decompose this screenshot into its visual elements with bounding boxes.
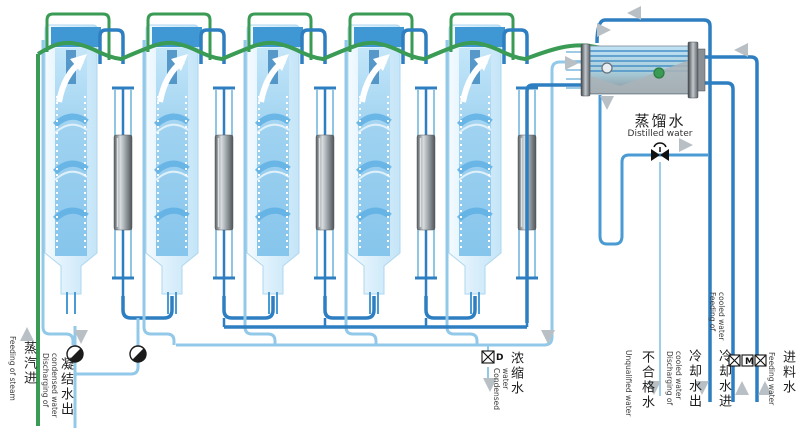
flow-arrow-d bbox=[695, 381, 709, 395]
label-steam-in-en: Feeding of steam bbox=[8, 336, 17, 401]
flow-arrow-d bbox=[600, 96, 614, 110]
label-cooling-out-zh: 冷却水出 bbox=[686, 349, 701, 409]
label-unqualified-zh: 不合格水 bbox=[639, 350, 654, 410]
bottom-u-pipe bbox=[424, 296, 477, 320]
label-steam-in-zh: 蒸汽进 bbox=[21, 341, 36, 386]
valve-symbols bbox=[481, 350, 767, 367]
steam-inlet-nozzle bbox=[653, 67, 665, 79]
condensate-trap-piping bbox=[66, 318, 147, 428]
vapor-jumper-pipe bbox=[401, 28, 428, 64]
bottom-u-pipe bbox=[323, 296, 376, 320]
separator-tube bbox=[416, 134, 436, 231]
flow-arrow-d bbox=[74, 330, 88, 344]
steam-jumper-pipe bbox=[146, 12, 212, 60]
vapor-jumper-pipe bbox=[199, 28, 226, 64]
concentrate-header-pipe bbox=[176, 60, 583, 347]
condenser-flange-left bbox=[580, 43, 591, 97]
effect-4 bbox=[344, 12, 477, 345]
flow-arrow-u bbox=[20, 327, 34, 341]
bottom-u-pipe bbox=[121, 296, 174, 320]
downcomer-pipe bbox=[243, 40, 277, 345]
distilled-water-valve bbox=[651, 149, 669, 161]
flow-arrow-u bbox=[758, 381, 772, 395]
flow-arrow-d bbox=[647, 381, 661, 395]
steam-jumper-pipe bbox=[348, 12, 414, 60]
label-unqualified-en: Unqualified water bbox=[624, 350, 633, 417]
condenser bbox=[566, 41, 706, 99]
vapor-jumper-pipe bbox=[300, 28, 327, 64]
cooling-water-in-pipe bbox=[697, 81, 735, 402]
effect-5 bbox=[445, 12, 538, 345]
downcomer-pipe bbox=[344, 40, 378, 345]
downcomer-pipe bbox=[142, 40, 176, 345]
vapor-condensate-header bbox=[222, 83, 583, 329]
effect-1 bbox=[41, 12, 174, 345]
distilled-water-piping bbox=[598, 95, 708, 396]
evaporator-effects bbox=[41, 12, 538, 345]
label-feed-water-en: Feeding water bbox=[767, 352, 776, 406]
feed-water-pipe bbox=[697, 55, 759, 402]
flow-arrow-l bbox=[627, 6, 641, 20]
downcomer-pipe bbox=[445, 40, 479, 345]
label-distilled-zh: 蒸馏水 bbox=[634, 112, 686, 130]
label-condensed-out-zh: 凝结水出 bbox=[58, 357, 73, 417]
flow-arrows bbox=[20, 6, 772, 395]
bottom-u-pipe bbox=[222, 296, 275, 320]
steam-jumper-pipe bbox=[449, 12, 515, 60]
steam-main-pipe bbox=[36, 40, 658, 72]
flow-arrow-u bbox=[735, 381, 749, 395]
label-cooling-in-zh: 冷却水进 bbox=[716, 349, 731, 409]
separator-tube bbox=[214, 134, 234, 231]
concentrate-valve-letter: D bbox=[496, 353, 504, 363]
effect-3 bbox=[243, 12, 376, 345]
flow-arrow-r bbox=[597, 23, 611, 37]
vapor-jumper-pipe bbox=[502, 28, 529, 64]
flow-arrow-l bbox=[734, 43, 748, 57]
separator-tube bbox=[113, 134, 133, 231]
condenser-flange-right bbox=[687, 41, 699, 99]
motor-actuator bbox=[741, 354, 754, 367]
flow-arrow-d bbox=[541, 330, 555, 344]
effect-2 bbox=[142, 12, 275, 345]
motor-valve-letter: M bbox=[745, 357, 754, 367]
downcomer-pipe bbox=[41, 40, 75, 345]
condenser-nozzle bbox=[601, 62, 613, 74]
steam-jumper-pipe bbox=[247, 12, 313, 60]
steam-jumper-pipe bbox=[45, 12, 111, 60]
flow-arrow-d bbox=[483, 378, 497, 392]
label-concentrate-zh: 浓缩水 bbox=[508, 351, 523, 396]
label-distilled-en: Distilled water bbox=[627, 129, 693, 139]
separator-tube bbox=[315, 134, 335, 231]
vapor-jumper-pipe bbox=[98, 28, 125, 64]
flow-arrow-r bbox=[679, 138, 693, 152]
flow-arrow-r bbox=[565, 56, 579, 70]
label-feed-water-zh: 进料水 bbox=[780, 350, 795, 395]
